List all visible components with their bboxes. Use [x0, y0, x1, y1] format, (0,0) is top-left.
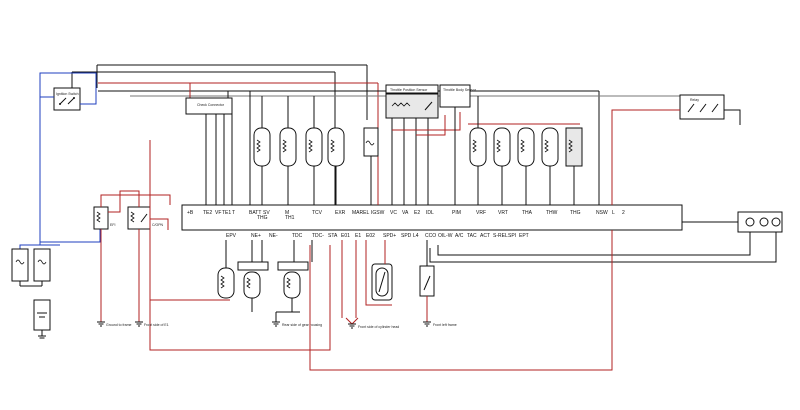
pin-label: VF — [215, 210, 221, 216]
right-connector — [429, 211, 783, 263]
ground-label: Ground to frame — [106, 323, 132, 327]
pin-label: VRT — [498, 210, 508, 216]
pin-label: E1 — [355, 233, 361, 239]
oil-switch — [419, 240, 435, 322]
battery-icon — [33, 299, 51, 339]
pin-label: TCV — [312, 210, 323, 216]
pin-label: EXR — [335, 210, 346, 216]
sensor-group-right — [468, 96, 583, 205]
relay-tag: C/OPN — [152, 223, 164, 227]
pin-label: S-REL — [493, 233, 508, 239]
bottom-sensors — [217, 240, 313, 312]
pin-label: ACT — [480, 233, 490, 239]
speed-sensor — [365, 240, 393, 306]
blue-wires — [19, 72, 101, 249]
ground-symbols: Ground to frame Front side of E1 Rear si… — [97, 321, 457, 329]
pin-label: M — [285, 210, 289, 216]
pin-label: NE- — [269, 233, 278, 239]
pin-label: SPI — [508, 233, 516, 239]
ground-label: Rear side of gear housing — [282, 323, 322, 327]
pin-label: PIM — [452, 210, 461, 216]
pin-label: TDC — [292, 233, 303, 239]
pin-label: L4 — [413, 233, 419, 239]
throttle-body-sensor: Throttle Body Sensor — [439, 84, 477, 205]
main-relay: EFI — [93, 194, 171, 322]
pin-label: THA — [522, 210, 533, 216]
pin-label: T — [232, 210, 235, 216]
sensor-group-left — [253, 96, 345, 205]
ground-icon: Front left frame — [423, 321, 457, 327]
pin-label: SPD+ — [383, 233, 396, 239]
ground-label: Front side of E1 — [144, 323, 169, 327]
pin-label: THG — [570, 210, 581, 216]
ecu-block — [181, 204, 683, 231]
ground-icon: Front side of E1 — [135, 321, 169, 327]
check-connector: Check Connector — [185, 97, 233, 205]
pin-label: NSW — [596, 210, 608, 216]
throttle-position-sensor: Throttle Position Sensor — [385, 84, 461, 205]
ground-icon: Front side of cylinder head — [348, 323, 399, 329]
ignition-switch: Ignition Switch — [53, 87, 81, 111]
circuit-opening-relay: C/OPN — [108, 190, 169, 322]
pin-label: CCO — [425, 233, 436, 239]
pin-label: SPD — [401, 233, 412, 239]
pin-label: IGSW — [371, 210, 385, 216]
fuse-block — [11, 248, 51, 287]
relay-module: Relay — [611, 94, 741, 205]
pin-label: IDL — [426, 210, 434, 216]
pin-label: TE1 — [222, 210, 231, 216]
pin-label: THG — [257, 215, 268, 221]
pin-label: L — [612, 210, 615, 216]
pin-label: TDC- — [312, 233, 324, 239]
check-connector-label: Check Connector — [197, 103, 225, 107]
pin-label: E01 — [341, 233, 350, 239]
ground-label: Front side of cylinder head — [358, 325, 399, 329]
pin-label: 2 — [622, 210, 625, 216]
ecu-bottom-pin-labels: EPV NE+ NE- TDC TDC- STA E01 E1 E02 SPD+… — [226, 233, 529, 239]
pin-label: EPV — [226, 233, 237, 239]
pin-label: STA — [328, 233, 338, 239]
pin-label: EPT — [519, 233, 529, 239]
ground-icon: Ground to frame — [97, 321, 132, 327]
ignition-switch-label: Ignition Switch — [56, 92, 79, 96]
pin-label: E2 — [414, 210, 420, 216]
pin-label: TAC — [467, 233, 477, 239]
pin-label: +B — [187, 210, 194, 216]
ecu-top-pin-labels: +B TE2 VF TE1 T BATT SV THG M TH1 TCV EX… — [187, 210, 625, 221]
ground-label: Front left frame — [433, 323, 457, 327]
pin-label: THW — [546, 210, 558, 216]
pin-label: NE+ — [251, 233, 261, 239]
pin-label: E02 — [366, 233, 375, 239]
relay-module-label: Relay — [690, 98, 699, 102]
ground-icon: Rear side of gear housing — [272, 321, 322, 327]
pin-label: OIL-W — [438, 233, 453, 239]
pin-label: MAREL — [352, 210, 369, 216]
pin-label: TH1 — [285, 215, 295, 221]
pin-label: VRF — [476, 210, 486, 216]
pin-label: VA — [402, 210, 409, 216]
pin-label: BATT — [249, 210, 261, 216]
top-harness — [71, 64, 680, 205]
tbs-label: Throttle Body Sensor — [443, 88, 477, 92]
pin-label: TE2 — [203, 210, 212, 216]
igsw-fuse — [363, 127, 379, 205]
tps-label: Throttle Position Sensor — [390, 88, 428, 92]
pin-label: A/C — [455, 233, 464, 239]
pin-label: SV — [263, 210, 270, 216]
pin-label: VC — [390, 210, 397, 216]
relay-tag: EFI — [110, 223, 115, 227]
